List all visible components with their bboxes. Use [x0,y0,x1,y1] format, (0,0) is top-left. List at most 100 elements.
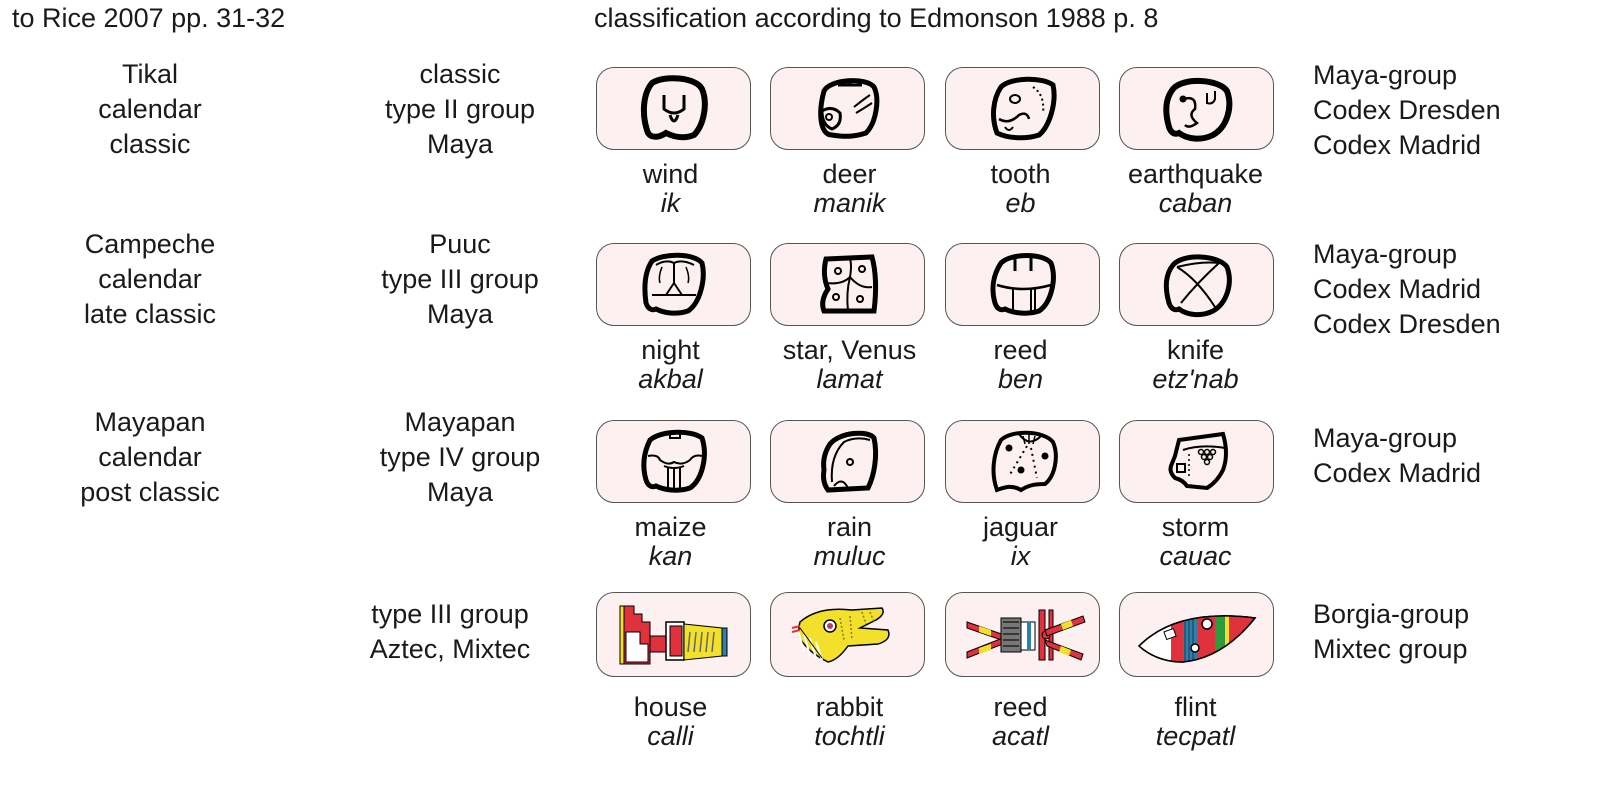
glyph-tile-wind [596,67,751,150]
left-citation: to Rice 2007 pp. 31-32 [12,3,286,33]
kan-glyph-icon [640,429,707,493]
native-name: cauac [1159,541,1232,571]
english-name: jaguar [982,512,1059,542]
calendar-label-mayapan: Mayapan calendar post classic [60,405,240,510]
glyph-label-reed-acatl: reed acatl [933,693,1108,751]
english-name: storm [1161,512,1230,542]
glyph-label-knife: knife etz'nab [1108,336,1283,394]
glyph-label-maize: maize kan [583,513,758,571]
eb-glyph-icon [990,76,1056,140]
etznab-glyph-icon [1163,253,1232,317]
native-name: manik [813,188,886,218]
type-line: classic [419,59,501,89]
glyph-tile-reed-ben [945,243,1100,326]
type-label-aztec-mixtec: type III group Aztec, Mixtec [340,597,560,667]
caban-glyph-icon [1162,77,1232,142]
english-name: reed [993,692,1048,722]
ik-glyph-icon [640,74,708,140]
glyph-label-house: house calli [583,693,758,751]
glyph-tile-storm [1119,420,1274,503]
english-name: tooth [990,159,1051,189]
calli-glyph-icon [619,605,727,664]
type-line: type III group [371,599,529,629]
akbal-glyph-icon [641,252,706,316]
glyph-tile-maize [596,420,751,503]
codex-line: Borgia-group [1313,599,1470,629]
type-line: Maya [426,129,494,159]
glyph-label-tooth: tooth eb [933,160,1108,218]
native-name: tecpatl [1155,721,1236,751]
glyph-tile-reed-acatl [945,592,1100,677]
codex-label-row1: Maya-group Codex Madrid Codex Dresden [1313,237,1501,342]
glyph-label-star-venus: star, Venus lamat [762,336,937,394]
english-name: night [641,335,700,365]
glyph-tile-tooth [945,67,1100,150]
glyph-label-storm: storm cauac [1108,513,1283,571]
glyph-tile-house [596,592,751,677]
native-name: muluc [813,541,886,571]
glyph-tile-jaguar [945,420,1100,503]
cauac-glyph-icon [1168,431,1228,490]
codex-line: Maya-group [1313,60,1458,90]
glyph-tile-rabbit [770,592,925,677]
type-line: type III group [381,264,539,294]
english-name: house [633,692,708,722]
english-name: maize [634,512,707,542]
native-name: kan [648,541,693,571]
calendar-line: calendar [98,442,202,472]
manik-glyph-icon [817,77,879,139]
native-name: ik [660,188,681,218]
codex-label-row3: Borgia-group Mixtec group [1313,597,1469,667]
calendar-line: Tikal [121,59,178,89]
type-line: type IV group [379,442,541,472]
english-name: knife [1166,335,1225,365]
glyph-label-night: night akbal [583,336,758,394]
english-name: star, Venus [782,335,917,365]
native-name: caban [1158,188,1233,218]
english-name: flint [1174,692,1217,722]
ben-glyph-icon [990,252,1056,316]
calendar-line: classic [109,129,191,159]
native-name: lamat [816,364,883,394]
calendar-line: calendar [98,94,202,124]
calendar-label-tikal: Tikal calendar classic [60,57,240,162]
glyph-label-deer: deer manik [762,160,937,218]
codex-line: Codex Dresden [1313,309,1501,339]
calendar-label-campeche: Campeche calendar late classic [60,227,240,332]
native-name: ix [1010,541,1031,571]
glyph-tile-night [596,243,751,326]
codex-label-row0: Maya-group Codex Dresden Codex Madrid [1313,58,1501,163]
glyph-label-rabbit: rabbit tochtli [762,693,937,751]
english-name: earthquake [1127,159,1264,189]
type-label-mayapan: Mayapan type IV group Maya [360,405,560,510]
type-label-classic: classic type II group Maya [360,57,560,162]
calendar-line: calendar [98,264,202,294]
english-name: rain [826,512,873,542]
glyph-label-wind: wind ik [583,160,758,218]
type-line: Maya [426,477,494,507]
calendar-line: Mayapan [94,407,206,437]
acatl-glyph-icon [966,609,1086,661]
type-label-puuc: Puuc type III group Maya [360,227,560,332]
tochtli-glyph-icon [791,606,890,663]
codex-line: Codex Dresden [1313,95,1501,125]
type-line: Maya [426,299,494,329]
muluc-glyph-icon [820,430,878,493]
codex-line: Codex Madrid [1313,274,1482,304]
glyph-label-jaguar: jaguar ix [933,513,1108,571]
lamat-glyph-icon [819,253,878,313]
glyph-tile-earthquake [1119,67,1274,150]
ix-glyph-icon [991,430,1058,493]
type-line: Aztec, Mixtec [369,634,531,664]
native-name: akbal [638,364,703,394]
english-name: reed [993,335,1048,365]
right-citation: classification according to Edmonson 198… [594,3,1159,33]
glyph-label-earthquake: earthquake caban [1108,160,1283,218]
codex-line: Codex Madrid [1313,130,1482,160]
codex-line: Mixtec group [1313,634,1468,664]
codex-line: Maya-group [1313,239,1458,269]
native-name: acatl [991,721,1050,751]
glyph-tile-knife [1119,243,1274,326]
native-name: ben [997,364,1044,394]
tecpatl-glyph-icon [1137,614,1256,663]
